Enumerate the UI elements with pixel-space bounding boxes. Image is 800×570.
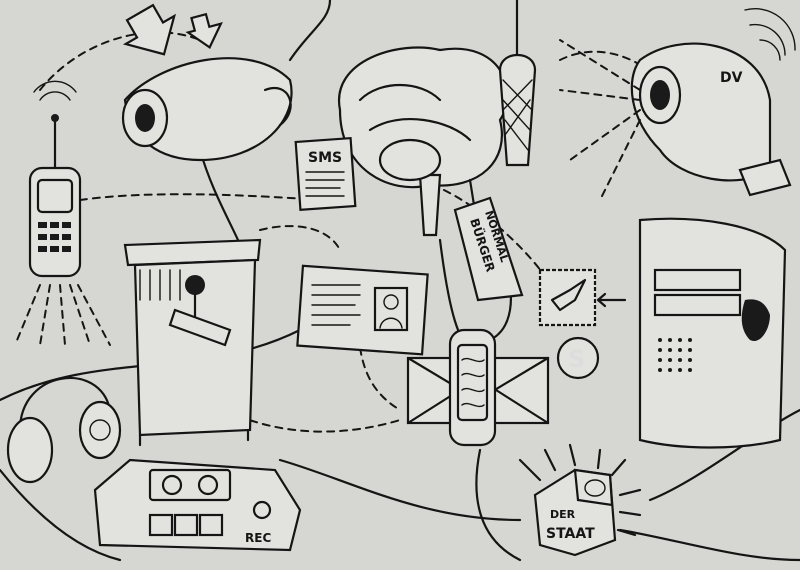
brain [337,46,509,237]
microphone [498,0,537,167]
cassette-recorder: REC [93,458,302,552]
lectern [123,238,262,447]
security-camera [121,0,332,162]
skype-logo: S [556,336,600,380]
postage-stamp [538,268,627,327]
sms-label: SMS [308,150,342,166]
computer-tower [638,217,787,449]
citizen-tag: NORMAL BÜRGER [453,178,524,302]
state-line-2: STAAT [546,526,595,542]
mobile-phone [14,80,111,346]
state-line-1: DER [550,508,576,521]
headphones [6,376,122,484]
svg-text:S: S [568,345,585,373]
camcorder: DV [559,8,796,201]
smartphone [448,328,497,447]
recorder-label: REC [245,531,271,545]
camcorder-label: DV [720,70,743,86]
state-box: DER STAAT [518,443,642,557]
sms-note: SMS [294,136,357,211]
id-card [296,264,429,356]
